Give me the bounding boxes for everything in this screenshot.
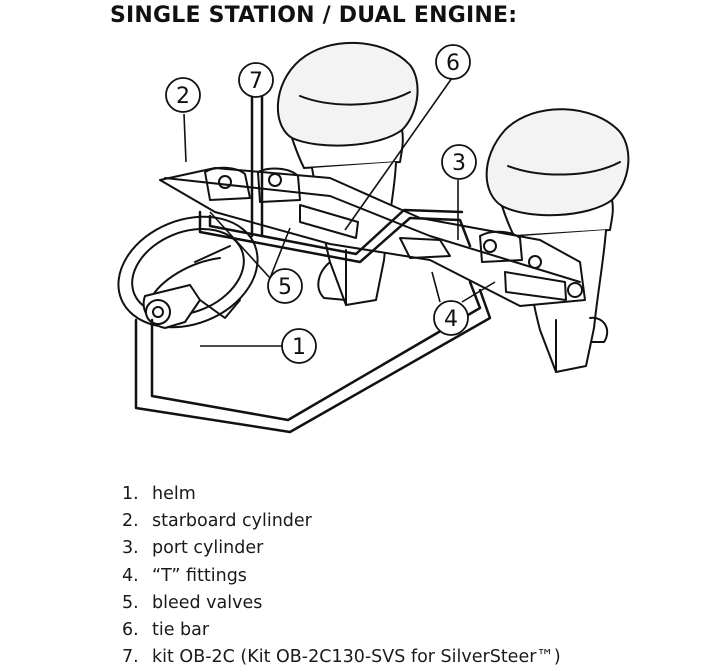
svg-text:7: 7 [249, 69, 263, 94]
callout-6-leader [344, 77, 453, 231]
callout-3: 3 [441, 144, 477, 180]
callout-2-leader [183, 113, 187, 163]
legend-item-kit: 7.kit OB-2C (Kit OB-2C130-SVS for Silver… [122, 647, 561, 668]
hydraulic-hoses [134, 74, 492, 434]
svg-text:3: 3 [452, 151, 466, 176]
legend-item-port-cylinder: 3.port cylinder [122, 538, 264, 559]
steering-diagram: 1 2 3 4 5 6 7 [117, 42, 630, 434]
svg-text:2: 2 [176, 84, 190, 109]
svg-text:4: 4 [444, 307, 458, 332]
svg-text:1: 1 [292, 335, 306, 360]
svg-text:6: 6 [446, 51, 460, 76]
parts-legend: 1.helm 2.starboard cylinder 3.port cylin… [122, 481, 561, 671]
legend-item-starboard-cylinder: 2.starboard cylinder [122, 511, 312, 532]
callout-7: 7 [238, 62, 274, 98]
svg-text:5: 5 [278, 275, 292, 300]
starboard-engine [276, 42, 419, 306]
tie-bar-assembly [159, 166, 586, 307]
callout-4-leader [431, 271, 496, 303]
callout-5: 5 [267, 268, 303, 304]
legend-item-t-fittings: 4.“T” fittings [122, 565, 247, 586]
legend-item-helm: 1.helm [122, 484, 196, 504]
port-engine [485, 108, 630, 373]
callout-4: 4 [433, 300, 469, 336]
callout-2: 2 [165, 77, 201, 113]
legend-item-bleed-valves: 5.bleed valves [122, 592, 263, 613]
helm-assembly [117, 215, 259, 329]
callout-1: 1 [281, 328, 317, 364]
diagram-title: SINGLE STATION / DUAL ENGINE: [110, 3, 518, 28]
callout-5-leader [209, 211, 291, 279]
callout-6: 6 [435, 44, 471, 80]
legend-item-tie-bar: 6.tie bar [122, 620, 210, 641]
